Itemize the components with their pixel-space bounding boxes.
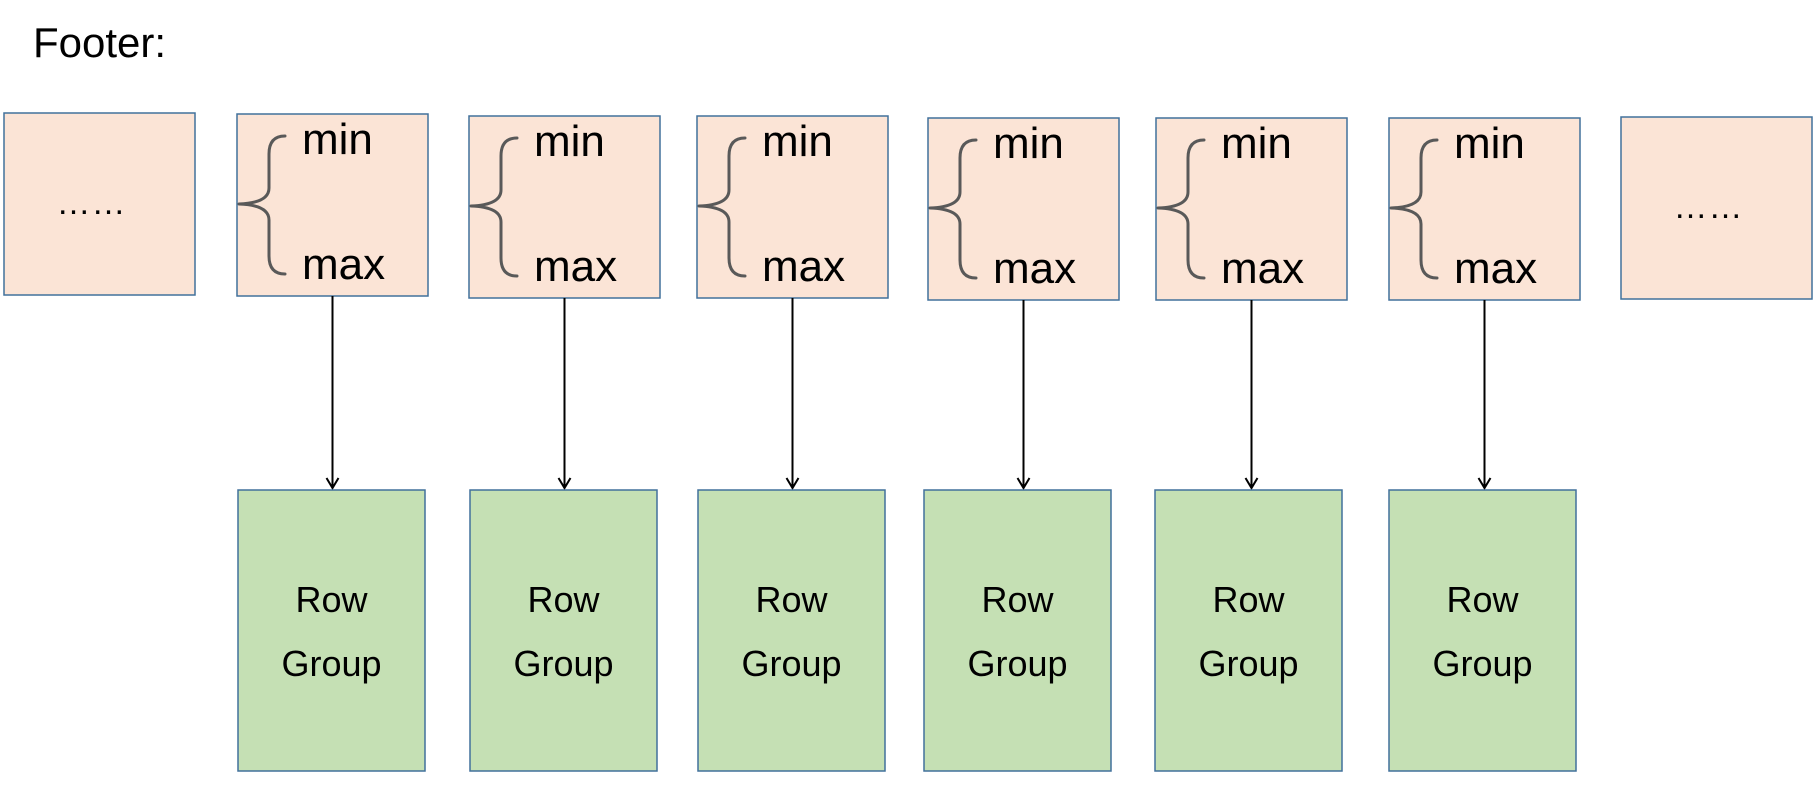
row-group-rect <box>237 489 426 772</box>
curly-brace-icon <box>1156 138 1206 280</box>
stat-box: min max <box>236 113 429 297</box>
stat-box: min max <box>1155 117 1348 301</box>
ellipsis-box: …… <box>3 112 196 296</box>
row-group-label-line2: Group <box>741 643 841 684</box>
row-group-label-line1: Row <box>527 579 600 620</box>
stat-box: min max <box>696 115 889 299</box>
row-group-label-line1: Row <box>981 579 1054 620</box>
row-group-rect <box>1388 489 1577 772</box>
min-label: min <box>762 117 833 166</box>
curly-brace-icon <box>1389 138 1439 280</box>
max-label: max <box>302 240 385 289</box>
min-label: min <box>993 119 1064 168</box>
stat-box-rect <box>927 117 1120 301</box>
stat-box-rect <box>468 115 661 299</box>
row-group-label-line1: Row <box>1446 579 1519 620</box>
ellipsis-box-rect <box>1620 116 1813 300</box>
curly-brace-icon <box>697 136 747 278</box>
row-group-label-line2: Group <box>513 643 613 684</box>
row-group-rect <box>923 489 1112 772</box>
max-label: max <box>534 242 617 291</box>
row-group-label-line2: Group <box>967 643 1067 684</box>
max-label: max <box>762 242 845 291</box>
stat-box-rect <box>1155 117 1348 301</box>
stat-box: min max <box>927 117 1120 301</box>
row-group-rect <box>469 489 658 772</box>
curly-brace-icon <box>928 138 978 280</box>
min-label: min <box>534 117 605 166</box>
row-group-label-line1: Row <box>295 579 368 620</box>
min-label: min <box>302 115 373 164</box>
curly-brace-icon <box>237 134 287 276</box>
max-label: max <box>1454 244 1537 293</box>
row-group-rect <box>1154 489 1343 772</box>
ellipsis-label: …… <box>1674 188 1744 226</box>
row-group-label-line2: Group <box>1432 643 1532 684</box>
row-group-rect <box>697 489 886 772</box>
max-label: max <box>1221 244 1304 293</box>
diagram-title: Footer: <box>33 19 166 66</box>
ellipsis-label: …… <box>57 184 127 222</box>
stat-box: min max <box>468 115 661 299</box>
row-group-label-line2: Group <box>281 643 381 684</box>
stat-box-rect <box>696 115 889 299</box>
stat-box-rect <box>236 113 429 297</box>
curly-brace-icon <box>469 136 519 278</box>
stat-box: min max <box>1388 117 1581 301</box>
min-label: min <box>1454 119 1525 168</box>
row-group-label-line2: Group <box>1198 643 1298 684</box>
row-group-label-line1: Row <box>1212 579 1285 620</box>
ellipsis-box: …… <box>1620 116 1813 300</box>
ellipsis-box-rect <box>3 112 196 296</box>
stat-box-rect <box>1388 117 1581 301</box>
row-group-label-line1: Row <box>755 579 828 620</box>
min-label: min <box>1221 119 1292 168</box>
max-label: max <box>993 244 1076 293</box>
